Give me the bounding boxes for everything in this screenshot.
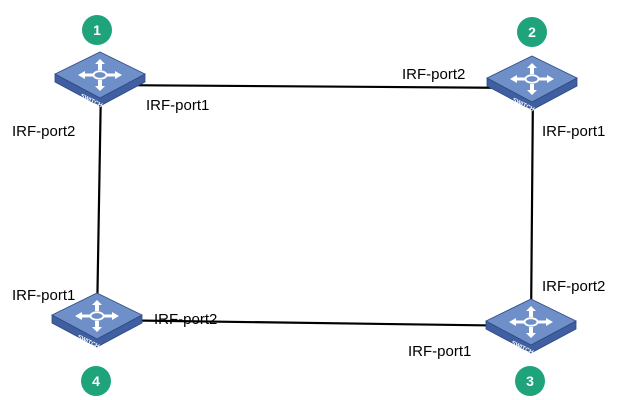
port-labels: IRF-port1 IRF-port2 IRF-port1 IRF-port2 … [12,66,605,360]
node-badge-number: 2 [528,24,536,40]
link-1-2 [99,83,533,90]
node-badge [515,366,545,396]
node-badge-number: 3 [526,373,534,389]
switch-icon [54,51,146,107]
port-label: IRF-port1 [408,343,471,360]
port-label: IRF-port1 [542,123,605,140]
link-2-3 [529,87,535,326]
link-4-1 [95,84,103,321]
switch-icon [486,55,578,111]
node-3: SWITCH 3 [485,298,577,396]
port-label: IRF-port2 [542,278,605,295]
port-label: IRF-port1 [12,287,75,304]
node-badge [82,15,112,45]
links-layer [95,83,535,328]
node-badge-number: 4 [92,373,100,389]
link-3-4 [97,318,532,328]
port-label: IRF-port2 [154,311,217,328]
port-label: IRF-port2 [12,123,75,140]
switch-icon [485,298,577,354]
node-badge [517,17,547,47]
node-4: SWITCH 4 [51,292,143,396]
node-badge [81,366,111,396]
node-2: SWITCH 2 [486,17,578,113]
node-1: SWITCH 1 [54,15,146,109]
node-badge-number: 1 [93,22,101,38]
port-label: IRF-port2 [402,66,465,83]
port-label: IRF-port1 [146,97,209,114]
